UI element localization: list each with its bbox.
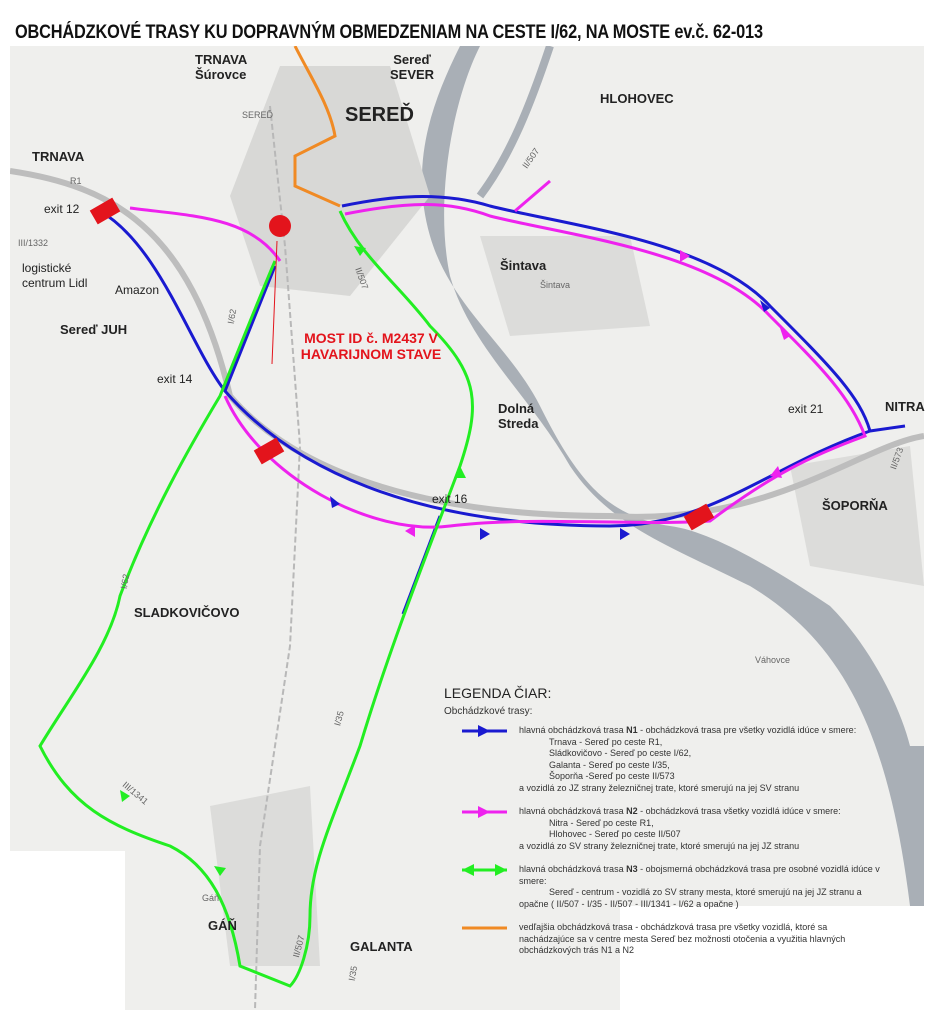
label-nitra: NITRA <box>885 399 925 414</box>
town-sintava <box>480 236 650 336</box>
legend-line-symbol <box>462 864 507 876</box>
blank-area <box>10 851 125 1010</box>
route-n1-i62 <box>223 265 277 392</box>
label-gan: GÁŇ <box>208 918 237 933</box>
label-sered: SEREĎ <box>345 104 414 126</box>
town-gan <box>210 786 320 966</box>
legend-footer: a vozidlá zo SV strany železničnej trate… <box>519 840 800 851</box>
route-secondary <box>293 46 341 208</box>
r1-shield <box>89 197 121 225</box>
route-n1-north <box>341 195 872 432</box>
bridge-pointer <box>271 240 278 365</box>
blank-area <box>620 906 924 1010</box>
road-i62-label-2: I/62 <box>118 573 132 590</box>
route-n2 <box>129 206 282 262</box>
label-galanta: GALANTA <box>350 939 413 954</box>
label-exit14: exit 14 <box>157 372 193 386</box>
label-sladkovicovo: SLADKOVIČOVO <box>134 605 240 620</box>
legend-code: N3 <box>626 864 638 874</box>
legend: LEGENDA ČIAR: Obchádzkové trasy: hlavná … <box>444 685 884 969</box>
legend-line: Nitra - Sereď po ceste R1, <box>549 817 654 828</box>
label-exit12: exit 12 <box>44 202 80 216</box>
legend-line: Šoporňa -Sereď po ceste II/573 <box>549 771 675 781</box>
label-soporna: ŠOPORŇA <box>822 498 888 513</box>
route-n3 <box>38 210 474 988</box>
river-branch <box>476 46 554 199</box>
n3-arrows <box>120 246 466 876</box>
legend-prefix: hlavná obchádzková trasa <box>519 725 627 735</box>
legend-code: N2 <box>626 806 638 816</box>
route-n2-loop <box>223 203 867 529</box>
n2-arrows <box>405 250 790 537</box>
legend-item: vedľajšia obchádzková trasa - obchádzkov… <box>444 922 884 957</box>
town-sered <box>230 66 430 296</box>
label-dolna-streda: Dolná Streda <box>498 401 539 431</box>
road-r1 <box>10 168 924 520</box>
legend-line-symbol <box>462 725 507 737</box>
label-gan-small: Gáň <box>202 893 220 903</box>
legend-footer: opačne ( II/507 - I/35 - II/507 - III/13… <box>519 898 739 909</box>
road-iii1332-label: III/1332 <box>18 238 49 248</box>
legend-line: Trnava - Sereď po ceste R1, <box>549 736 663 747</box>
legend-text: - obchádzková trasa pre všetky vozidlá i… <box>637 725 857 735</box>
legend-text: - obchádzková trasa všetky vozidlá idúce… <box>637 806 841 816</box>
legend-subheading: Obchádzkové trasy: <box>444 705 533 717</box>
legend-prefix: hlavná obchádzková trasa <box>519 864 627 874</box>
legend-footer: a vozidlá zo JZ strany železničnej trate… <box>519 782 800 793</box>
map: TRNAVA Šúrovce Sereď SEVER SEREĎ SEREĎ H… <box>10 46 925 1010</box>
road-r1-label: R1 <box>70 176 82 186</box>
r1-shield <box>683 503 715 531</box>
label-exit21: exit 21 <box>788 402 824 416</box>
legend-line: Hlohovec - Sereď po ceste II/507 <box>549 829 681 839</box>
legend-code: N1 <box>626 725 638 735</box>
town-soporna <box>790 446 924 586</box>
n1-arrows <box>330 300 770 540</box>
route-n1 <box>99 209 906 528</box>
map-title: OBCHÁDZKOVÉ TRASY KU DOPRAVNÝM OBMEDZENI… <box>15 22 763 43</box>
legend-item: hlavná obchádzková trasa N1 - obchádzkov… <box>444 725 884 794</box>
label-vahovce: Váhovce <box>755 655 791 665</box>
legend-line-symbol <box>462 806 507 818</box>
r1-shield <box>253 437 285 465</box>
label-sered-sever: Sereď SEVER <box>390 52 435 82</box>
label-exit16: exit 16 <box>432 492 468 506</box>
label-hlohovec: HLOHOVEC <box>600 91 674 106</box>
legend-line: Sereď - centrum - vozidlá zo SV strany m… <box>549 887 862 897</box>
label-trnava-surovce: TRNAVA Šúrovce <box>195 52 248 82</box>
label-sintava-small: Šintava <box>540 280 571 290</box>
legend-line-symbol <box>462 926 507 930</box>
road-i35-label-2: I/35 <box>346 965 360 982</box>
legend-text: - obojsmerná obchádzková trasa pre osobn… <box>519 864 880 886</box>
label-sered-small: SEREĎ <box>242 110 274 120</box>
legend-item: hlavná obchádzková trasa N2 - obchádzkov… <box>444 806 884 852</box>
label-trnava: TRNAVA <box>32 149 85 164</box>
bridge-warning-label: MOST ID č. M2437 V HAVARIJNOM STAVE <box>300 330 442 362</box>
legend-item: hlavná obchádzková trasa N3 - obojsmerná… <box>444 864 884 910</box>
label-lidl: logistické centrum Lidl <box>22 261 88 290</box>
road-i62-label: I/62 <box>225 308 239 325</box>
legend-prefix: hlavná obchádzková trasa <box>519 806 627 816</box>
label-sintava: Šintava <box>500 258 547 273</box>
route-n2-hlohovec <box>514 179 551 213</box>
legend-line: Galanta - Sereď po ceste I/35, <box>549 759 670 770</box>
label-sered-juh: Sereď JUH <box>60 322 128 337</box>
label-amazon: Amazon <box>115 283 160 297</box>
closed-bridge-marker <box>269 215 291 237</box>
legend-text: vedľajšia obchádzková trasa - obchádzkov… <box>519 922 846 955</box>
legend-heading: LEGENDA ČIAR: <box>444 685 552 701</box>
route-map <box>10 46 924 1010</box>
legend-line: Sládkovičovo - Sereď po ceste I/62, <box>549 748 692 758</box>
